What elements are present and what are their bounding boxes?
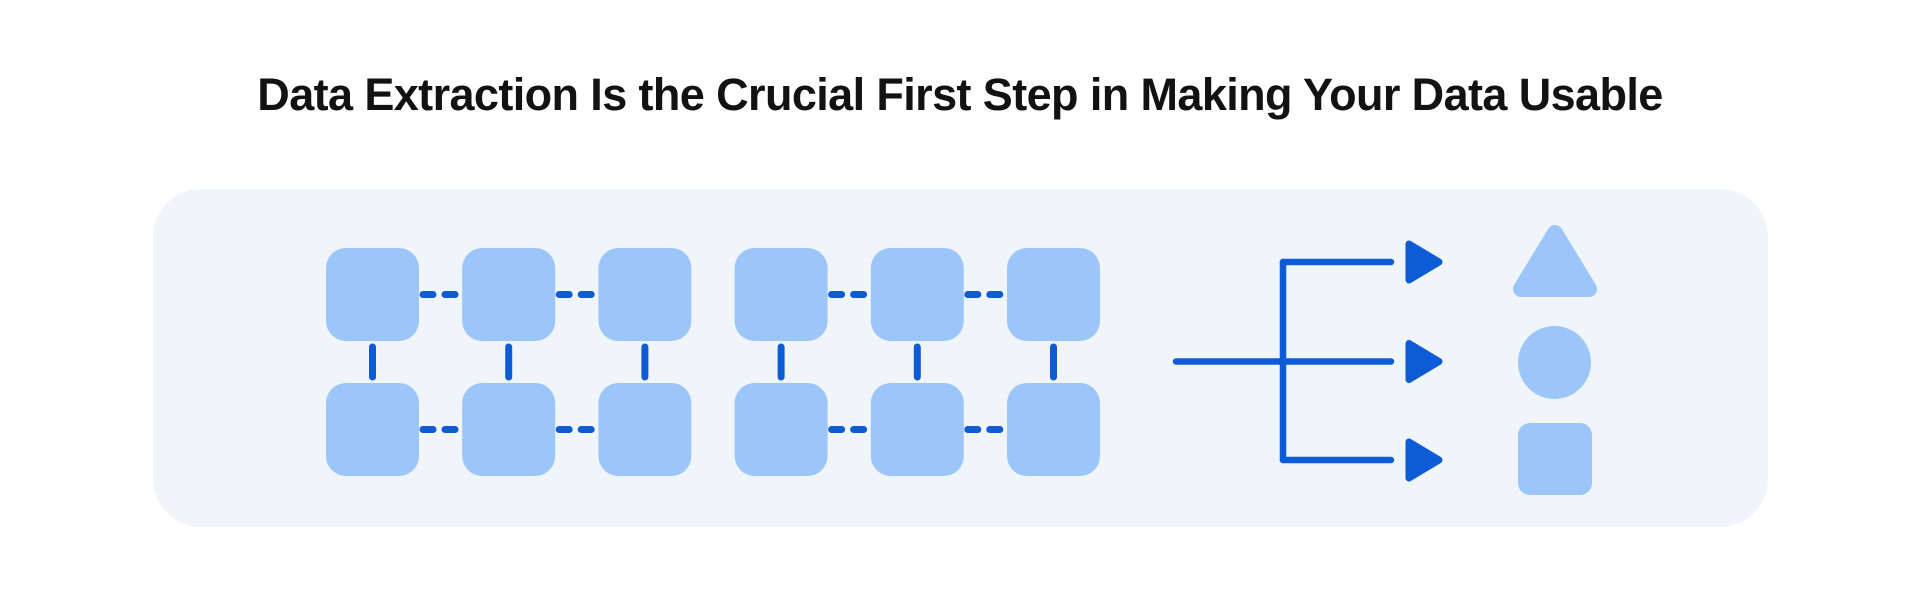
source-node	[326, 383, 419, 476]
fork-arrowhead-icon	[1405, 340, 1443, 383]
fork-arrowhead-icon	[1405, 438, 1443, 482]
source-node	[462, 383, 556, 476]
source-node	[734, 383, 828, 476]
source-node	[462, 248, 556, 341]
source-node	[326, 248, 419, 341]
fork-arrowhead-icon	[1405, 240, 1443, 284]
source-node	[870, 383, 964, 476]
source-node	[870, 248, 964, 341]
page-title: Data Extraction Is the Crucial First Ste…	[257, 69, 1663, 120]
source-node	[1007, 248, 1100, 341]
source-node	[598, 248, 692, 341]
output-square-icon	[1518, 423, 1592, 495]
source-node	[1007, 383, 1100, 476]
diagram-panel	[153, 189, 1768, 527]
source-node	[598, 383, 692, 476]
output-circle-icon	[1518, 326, 1591, 399]
source-node	[734, 248, 828, 341]
output-triangle-icon	[1513, 225, 1597, 297]
